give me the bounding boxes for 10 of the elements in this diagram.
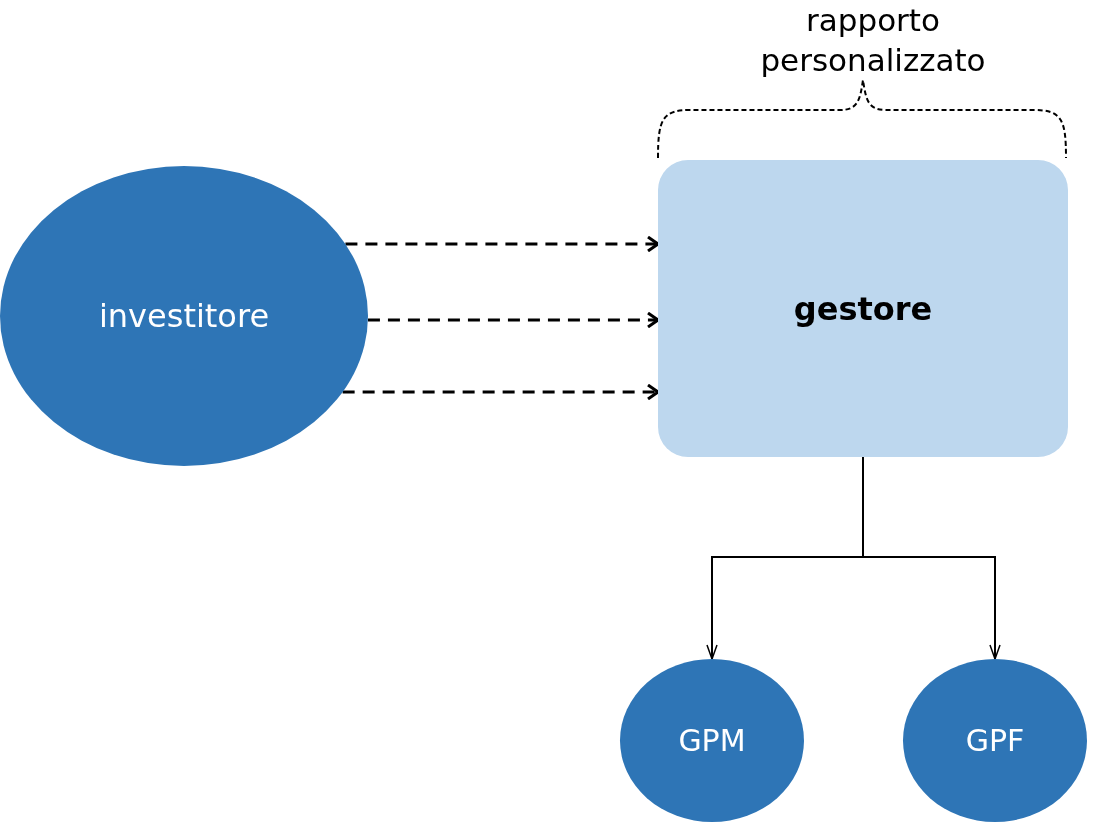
- brace-label: rapporto personalizzato: [759, 1, 987, 80]
- node-label: GPF: [965, 723, 1025, 758]
- node-label: gestore: [793, 289, 933, 328]
- arrow: [367, 311, 660, 329]
- node-label: GPM: [678, 723, 746, 758]
- node-label: investitore: [98, 297, 270, 335]
- arrow: [342, 383, 660, 401]
- manager-box: [658, 160, 1068, 457]
- arrow: [862, 456, 1001, 660]
- arrow: [345, 235, 660, 253]
